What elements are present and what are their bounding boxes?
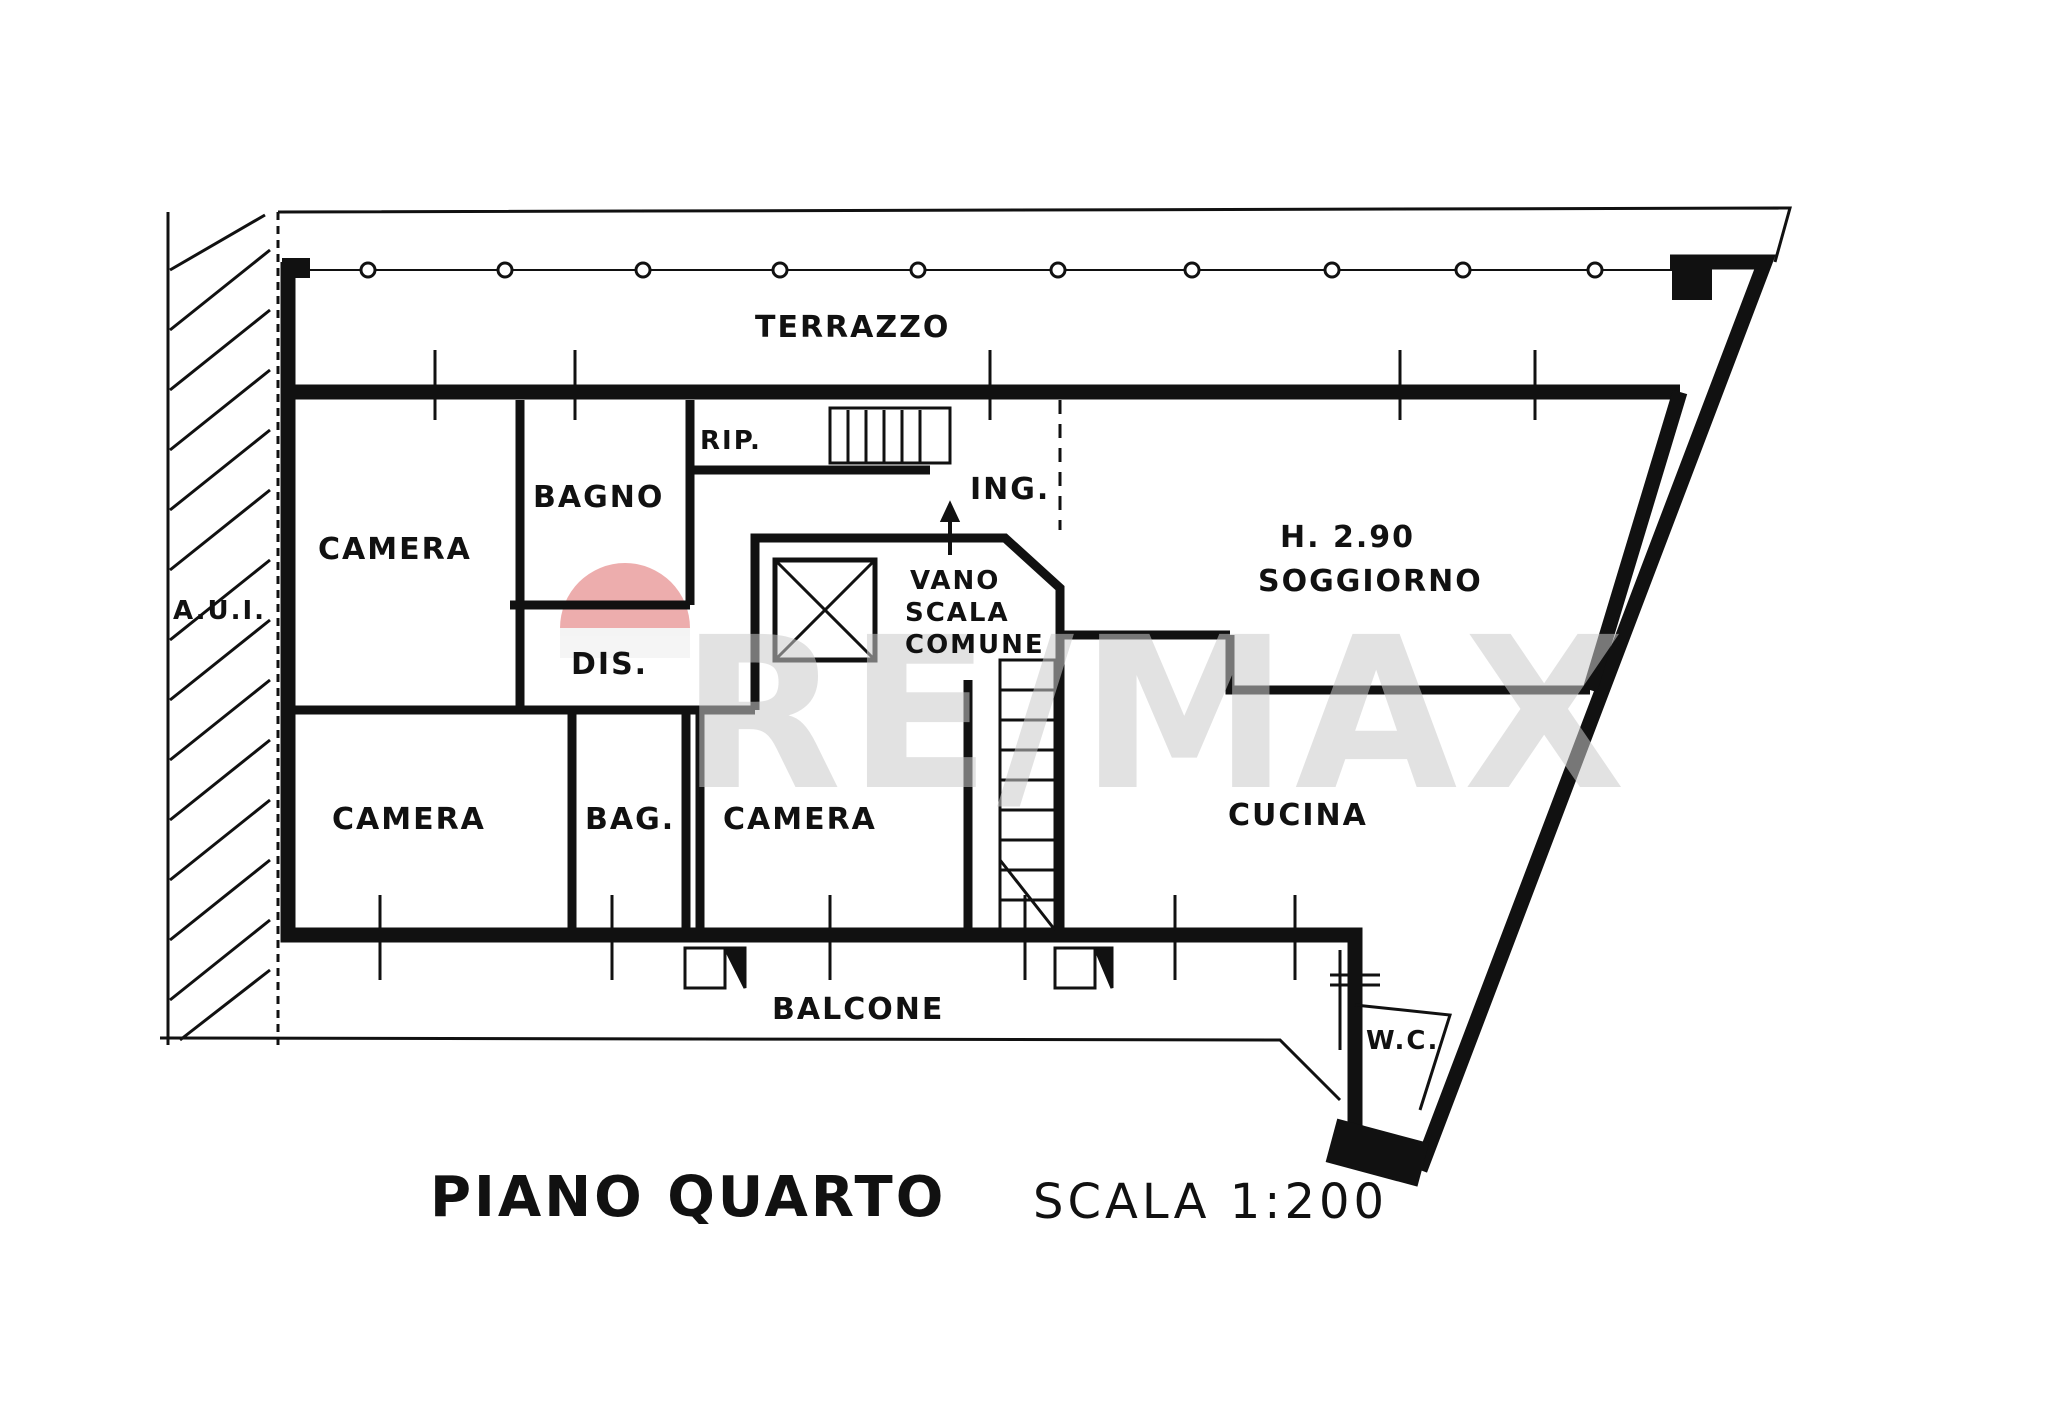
label-disimpegno: DIS. [571,647,649,682]
plan-scale: SCALA 1:200 [1033,1174,1389,1230]
watermark-balloon [560,563,690,658]
label-adjacent-property: A.U.I. [173,596,267,626]
label-ceiling-height: H. 2.90 [1280,520,1415,555]
label-wc: W.C. [1366,1026,1440,1056]
label-camera-1: CAMERA [318,532,472,567]
label-scala: SCALA [905,598,1010,628]
label-ripostiglio: RIP. [700,426,762,456]
terrace-railing-posts [359,261,1604,279]
label-cucina: CUCINA [1228,798,1368,833]
elevator-shaft [772,557,878,663]
label-comune: COMUNE [905,630,1045,660]
label-ingresso: ING. [970,472,1051,507]
adjacent-property-hatch [166,212,280,1045]
label-terrazzo: TERRAZZO [755,310,951,345]
remax-watermark: RE/MAX [680,592,1632,837]
label-vano: VANO [910,566,1001,596]
entrance-arrow [939,500,961,555]
label-soggiorno: SOGGIORNO [1258,564,1483,599]
label-balcone: BALCONE [772,992,945,1027]
interior-walls [288,400,1590,935]
label-camera-2: CAMERA [332,802,486,837]
label-bagno-2: BAG. [585,802,676,837]
balcony-outline [159,946,1452,1111]
windows [345,350,1575,1050]
label-camera-3: CAMERA [723,802,877,837]
plan-title: PIANO QUARTO [430,1165,947,1230]
corner-pillars [282,258,1712,1187]
terrace-outline [277,206,1792,271]
label-bagno: BAGNO [533,480,665,515]
